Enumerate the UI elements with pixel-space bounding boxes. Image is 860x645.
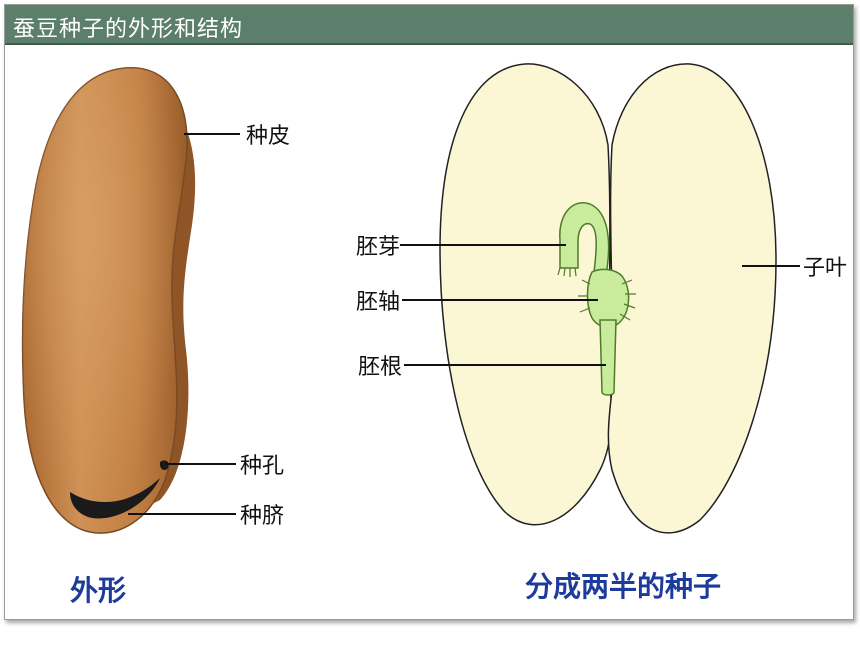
slide-title: 蚕豆种子的外形和结构 [13, 17, 244, 42]
label-plumule: 胚芽 [356, 235, 400, 260]
bean-highlight [22, 67, 187, 534]
label-hilum: 种脐 [240, 504, 284, 529]
caption-exterior: 外形 [70, 574, 126, 607]
cotyledon-right [607, 63, 777, 534]
plumule-fringe [557, 267, 577, 277]
hypocotyl-hairs [578, 279, 636, 321]
label-radicle: 胚根 [358, 355, 402, 380]
split-seed [439, 63, 777, 534]
plumule [559, 202, 610, 276]
radicle [599, 319, 617, 396]
label-hypocotyl: 胚轴 [356, 290, 400, 315]
cotyledon-left [439, 63, 613, 526]
label-seed-coat: 种皮 [246, 124, 290, 149]
hilum-mark [70, 478, 160, 519]
title-bar: 蚕豆种子的外形和结构 [5, 5, 853, 45]
label-micropyle: 种孔 [240, 454, 284, 479]
hypocotyl [586, 268, 630, 328]
caption-split-seed: 分成两半的种子 [525, 570, 721, 603]
bean-exterior [21, 67, 196, 534]
micropyle-mark [159, 460, 169, 470]
label-cotyledon: 子叶 [803, 256, 847, 281]
